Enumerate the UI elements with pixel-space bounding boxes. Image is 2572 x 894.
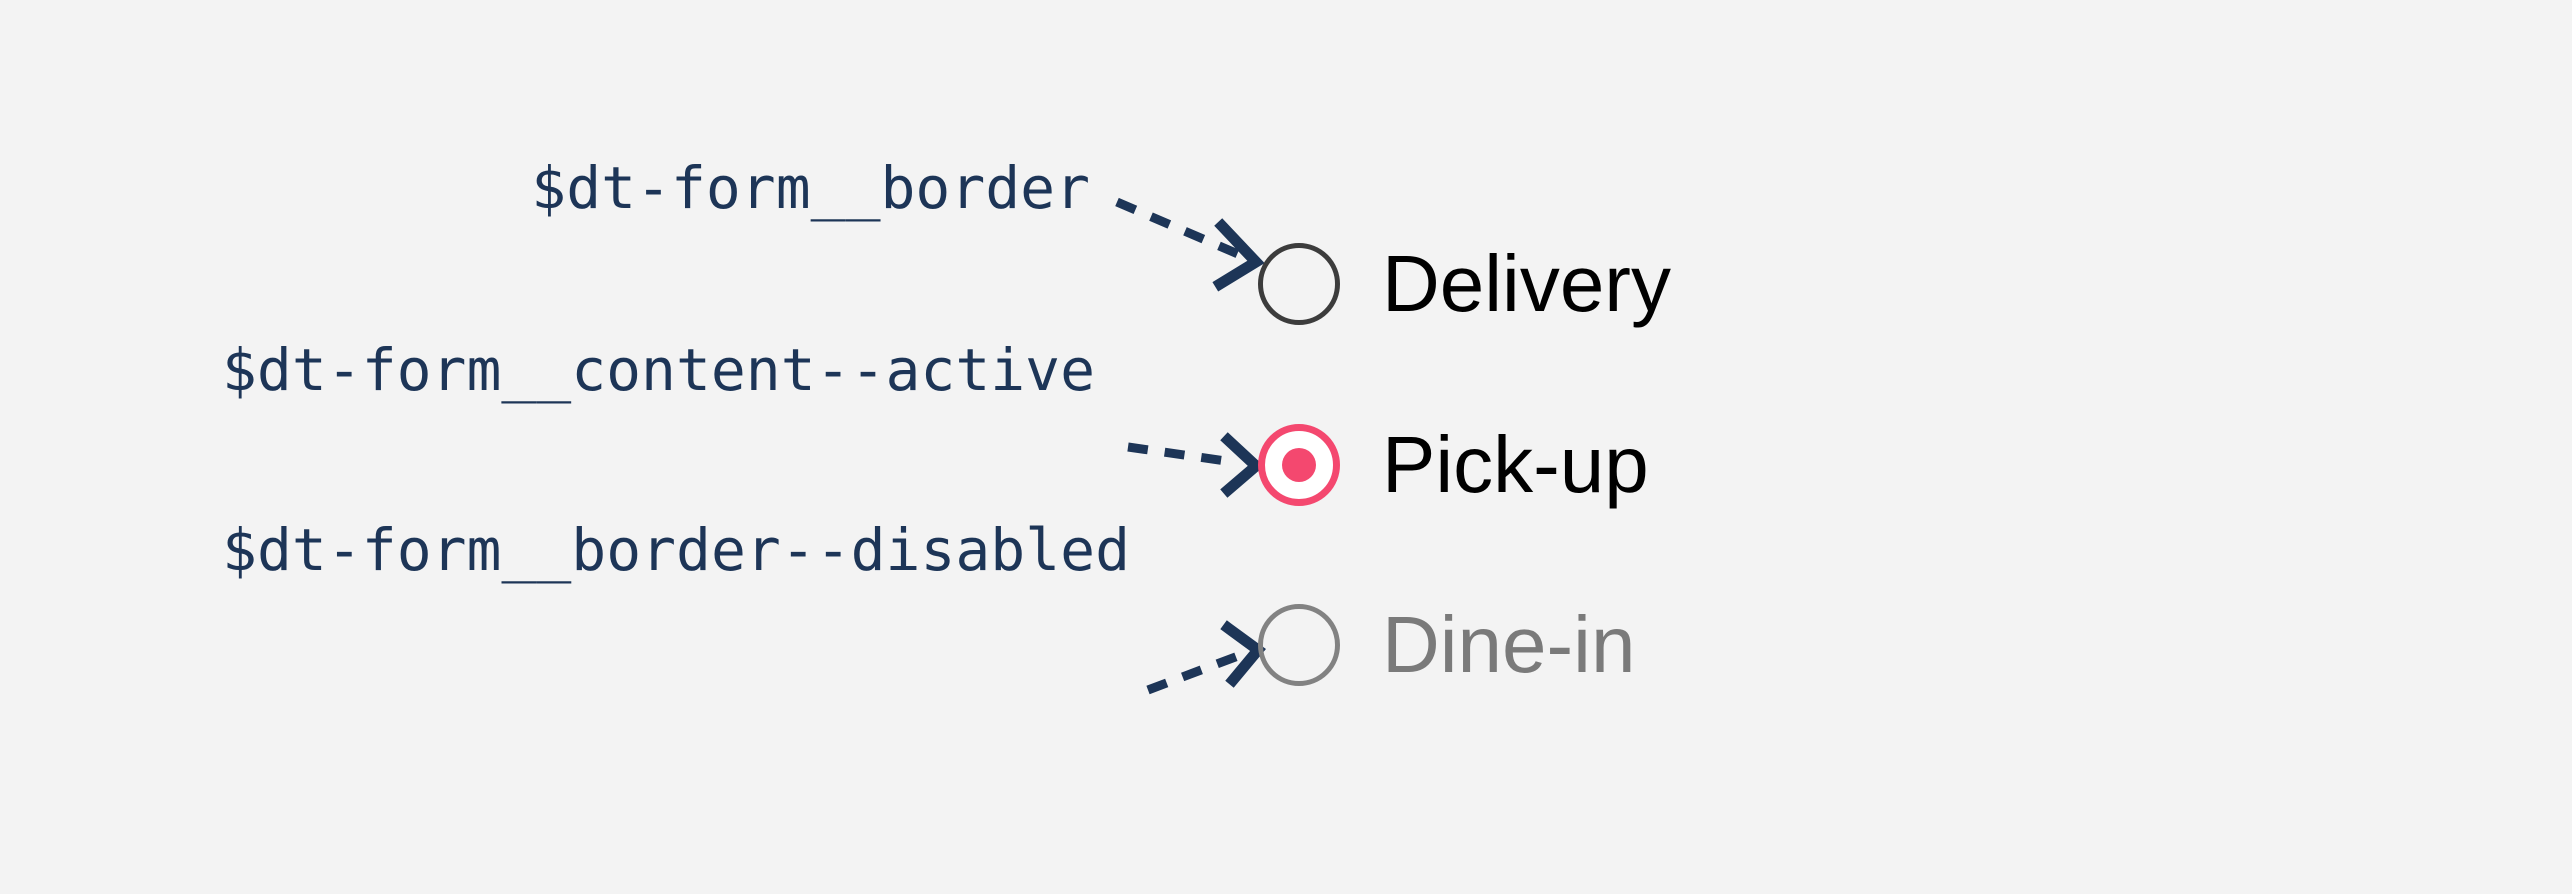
radio-dinein [1258,604,1340,686]
radio-label-dinein: Dine-in [1382,600,1636,689]
annotation-label-content-active: $dt-form__content--active [222,338,1095,400]
radio-option-delivery[interactable]: Delivery [1258,234,1671,334]
dashed-arrow-icon [1146,620,1266,695]
radio-selected-dot-icon [1282,448,1316,482]
radio-label-pickup[interactable]: Pick-up [1382,420,1649,509]
radio-option-pickup[interactable]: Pick-up [1258,415,1649,515]
radio-delivery[interactable] [1258,243,1340,325]
dashed-arrow-icon [1127,432,1265,498]
annotation-token-text: $dt-form__border--disabled [222,516,1130,584]
dashed-arrow-icon [1115,197,1265,292]
radio-option-dinein: Dine-in [1258,595,1635,695]
annotation-label-border-disabled: $dt-form__border--disabled [222,518,1130,580]
annotation-label-border: $dt-form__border [531,156,1090,218]
annotation-token-text: $dt-form__border [531,154,1090,222]
annotation-token-text: $dt-form__content--active [222,336,1095,404]
radio-label-delivery[interactable]: Delivery [1382,239,1671,328]
radio-pickup[interactable] [1258,424,1340,506]
